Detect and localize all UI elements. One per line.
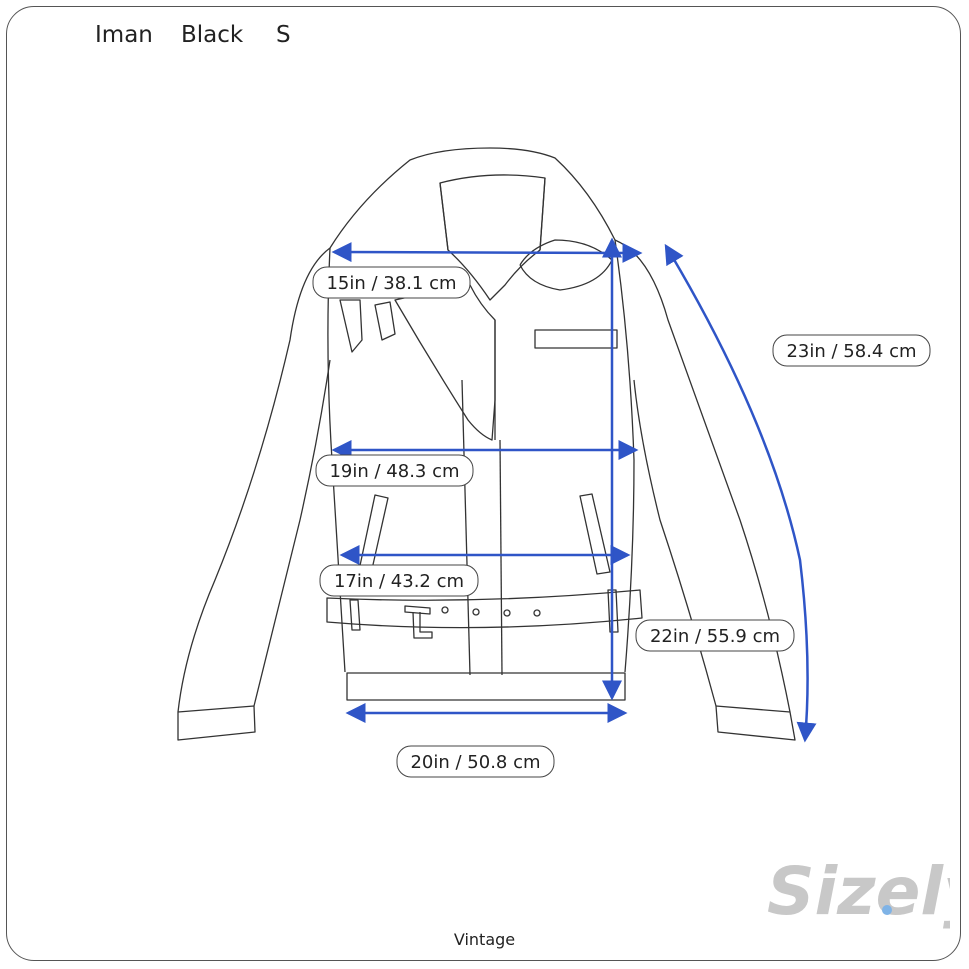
measurement-arrows — [331, 237, 817, 743]
svg-text:17in / 43.2 cm: 17in / 43.2 cm — [334, 571, 464, 592]
measurement-labels: 15in / 38.1 cm 19in / 48.3 cm 17in / 43.… — [312, 266, 931, 778]
svg-text:19in / 48.3 cm: 19in / 48.3 cm — [329, 461, 459, 482]
shoulder-label: 15in / 38.1 cm — [312, 266, 471, 299]
sizely-logo: Sizely — [767, 853, 950, 930]
item-header: Iman Black S — [95, 22, 291, 48]
sleeve-label: 23in / 58.4 cm — [772, 334, 931, 367]
color-label: Black — [181, 22, 244, 48]
svg-text:23in / 58.4 cm: 23in / 58.4 cm — [786, 341, 916, 362]
svg-text:22in / 55.9 cm: 22in / 55.9 cm — [650, 626, 780, 647]
svg-text:20in / 50.8 cm: 20in / 50.8 cm — [410, 752, 540, 773]
size-label: S — [276, 22, 291, 48]
svg-text:15in / 38.1 cm: 15in / 38.1 cm — [326, 273, 456, 294]
brand-label: Iman — [95, 22, 153, 48]
chest-label: 19in / 48.3 cm — [315, 454, 474, 487]
category-label: Vintage — [453, 930, 516, 949]
logo-dot-icon — [882, 905, 892, 915]
waist-label: 17in / 43.2 cm — [319, 564, 479, 597]
logo-text: Sizely — [767, 853, 950, 930]
shoulder-arrow — [331, 242, 643, 263]
length-label: 22in / 55.9 cm — [635, 619, 795, 652]
sleeve-arrow — [664, 243, 817, 743]
hem-label: 20in / 50.8 cm — [396, 745, 555, 778]
